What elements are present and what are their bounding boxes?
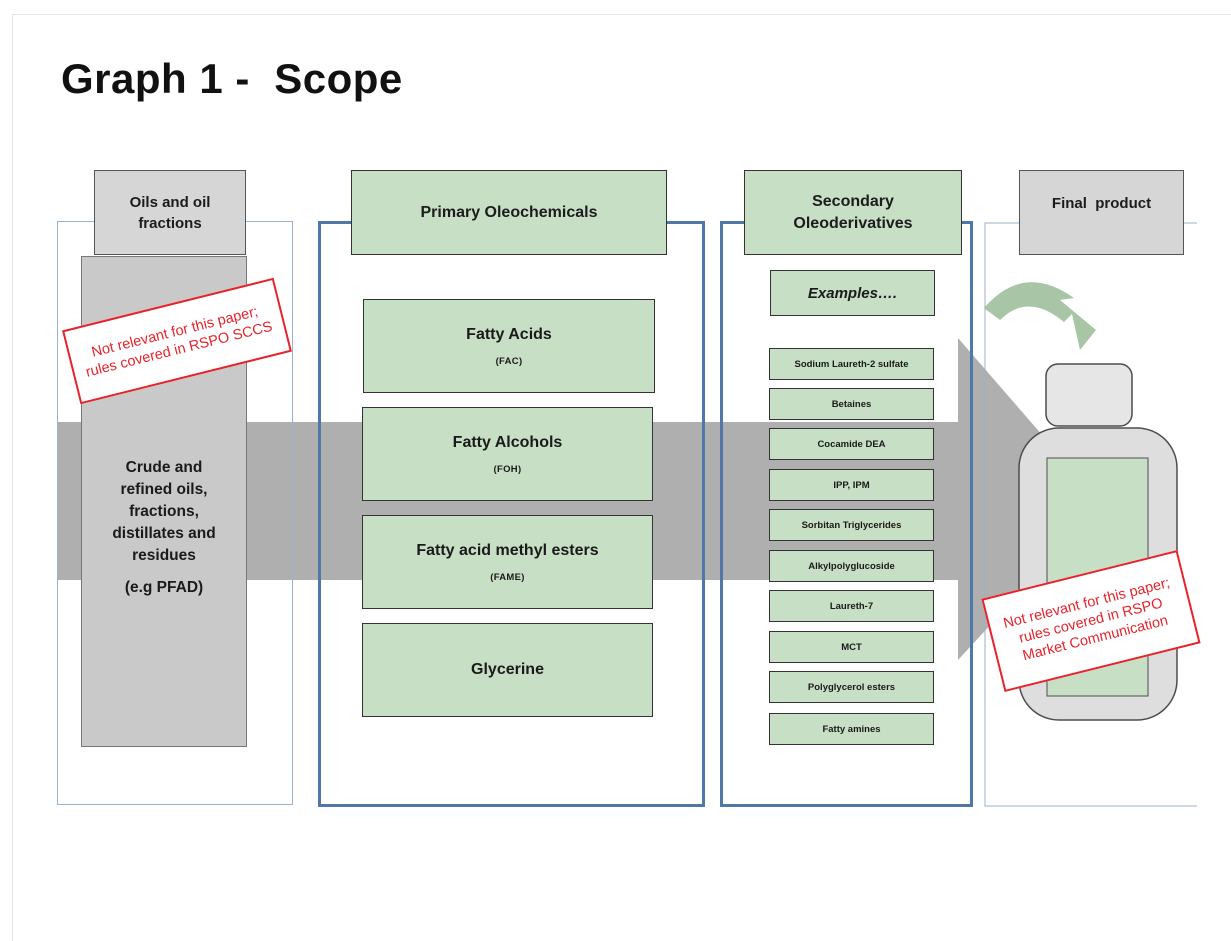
- examples-label: Examples….: [770, 270, 935, 316]
- secondary-example-text: Betaines: [831, 398, 872, 410]
- primary-item-fatty-acids: Fatty Acids (FAC): [363, 299, 655, 393]
- secondary-example-text: Sodium Laureth-2 sulfate: [794, 358, 909, 370]
- secondary-example-item: Fatty amines: [769, 713, 934, 745]
- primary-item-abbr: (FOH): [493, 463, 522, 475]
- secondary-example-text: Cocamide DEA: [817, 438, 886, 450]
- examples-label-text: Examples….: [807, 284, 898, 302]
- oils-content-line: refined oils,: [120, 481, 208, 498]
- primary-item-abbr: (FAC): [495, 355, 523, 367]
- secondary-example-item: Laureth-7: [769, 590, 934, 622]
- final-header: Final product: [1019, 170, 1184, 255]
- secondary-example-item: Polyglycerol esters: [769, 671, 934, 703]
- oils-content-note: (e.g PFAD): [124, 579, 204, 596]
- primary-item-name: Glycerine: [471, 661, 544, 678]
- secondary-header-text: Secondary Oleoderivatives: [793, 192, 913, 232]
- secondary-example-text: Sorbitan Triglycerides: [801, 519, 902, 531]
- oils-content-line: Crude and: [125, 459, 203, 476]
- secondary-header: Secondary Oleoderivatives: [744, 170, 962, 255]
- secondary-example-item: Alkylpolyglucoside: [769, 550, 934, 582]
- secondary-example-item: Sodium Laureth-2 sulfate: [769, 348, 934, 380]
- primary-item-name: Fatty Acids: [466, 325, 552, 343]
- primary-item-name: Fatty Alcohols: [452, 433, 563, 451]
- primary-item-abbr: (FAME): [490, 571, 525, 583]
- primary-header-text: Primary Oleochemicals: [420, 203, 598, 221]
- secondary-example-item: MCT: [769, 631, 934, 663]
- secondary-example-text: MCT: [841, 641, 862, 653]
- secondary-example-item: Cocamide DEA: [769, 428, 934, 460]
- secondary-example-text: Fatty amines: [822, 723, 881, 735]
- oils-content-line: fractions,: [129, 503, 199, 520]
- oils-header: Oils and oil fractions: [94, 170, 246, 255]
- primary-item-name: Fatty acid methyl esters: [416, 541, 599, 559]
- secondary-example-item: Betaines: [769, 388, 934, 420]
- final-header-text: Final product: [1051, 195, 1152, 212]
- secondary-example-text: IPP, IPM: [833, 479, 870, 491]
- oils-content-line: distillates and: [112, 525, 216, 542]
- primary-item-fame: Fatty acid methyl esters (FAME): [362, 515, 653, 609]
- primary-header: Primary Oleochemicals: [351, 170, 667, 255]
- oils-content-line: residues: [132, 547, 196, 564]
- secondary-example-text: Alkylpolyglucoside: [808, 560, 895, 572]
- primary-item-glycerine: Glycerine: [362, 623, 653, 717]
- primary-item-fatty-alcohols: Fatty Alcohols (FOH): [362, 407, 653, 501]
- curved-arrow-icon: [984, 282, 1096, 350]
- secondary-example-item: Sorbitan Triglycerides: [769, 509, 934, 541]
- secondary-example-item: IPP, IPM: [769, 469, 934, 501]
- oils-header-text: Oils and oil fractions: [129, 193, 211, 232]
- secondary-example-text: Polyglycerol esters: [807, 681, 896, 693]
- secondary-example-text: Laureth-7: [829, 600, 874, 612]
- bottle-cap-icon: [1045, 363, 1133, 427]
- page-title: Graph 1 - Scope: [61, 55, 403, 102]
